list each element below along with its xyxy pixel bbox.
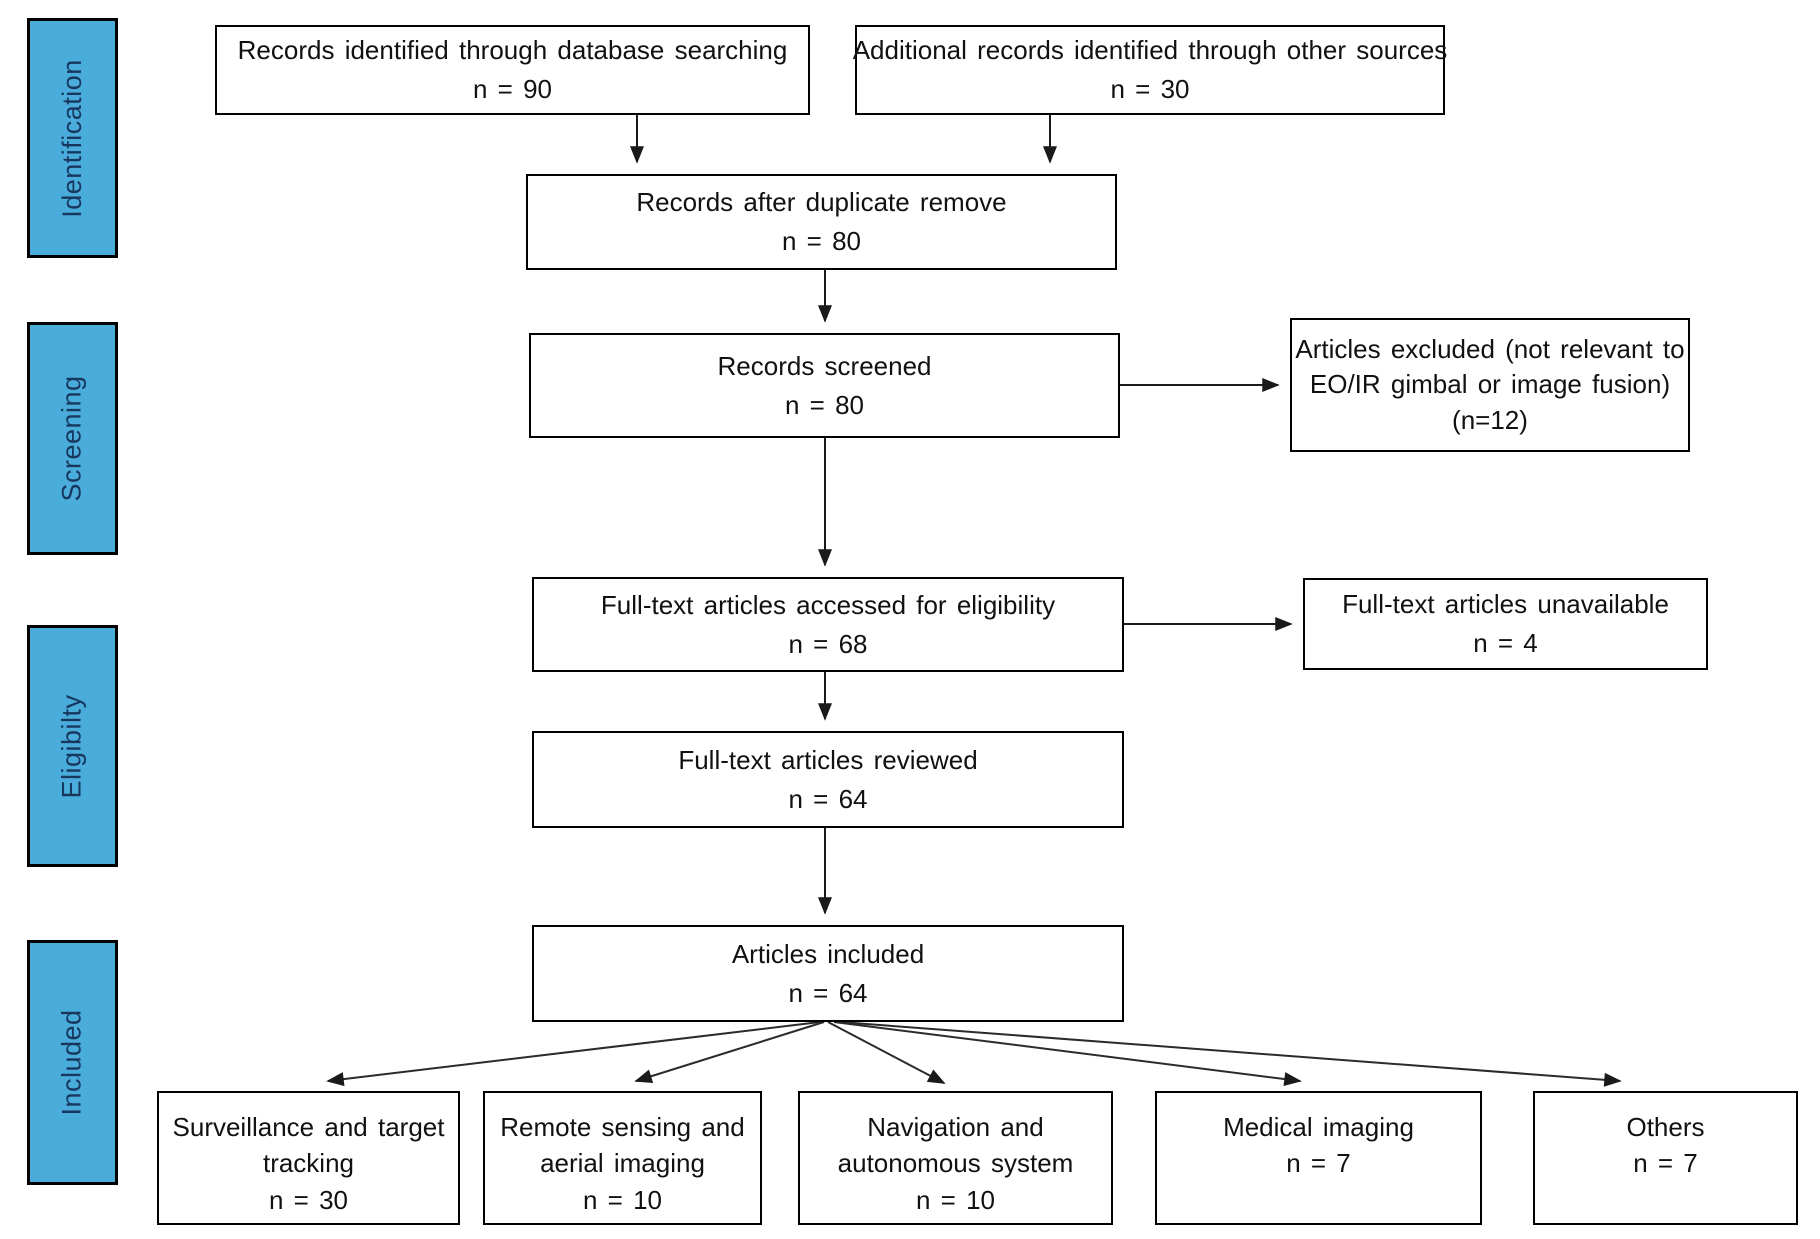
stage-screening-label: Screening xyxy=(57,375,87,502)
node-fulltext-reviewed-title: Full-text articles reviewed xyxy=(678,744,978,775)
arrow-included-to-medical xyxy=(833,1021,1302,1086)
node-category-medical-line1: Medical imaging xyxy=(1223,1112,1414,1142)
stage-included-label: Included xyxy=(57,1009,87,1116)
node-fulltext-unavailable-count: n = 4 xyxy=(1473,628,1538,658)
node-category-remote-sensing-count: n = 10 xyxy=(582,1184,662,1215)
arrow-included-to-surveillance xyxy=(326,1021,821,1087)
stage-included: Included xyxy=(27,940,118,1185)
stage-eligibility: Eligibilty xyxy=(27,625,118,867)
node-additional-records-count: n = 30 xyxy=(1110,74,1190,104)
node-fulltext-accessed: Full-text articles accessed for eligibil… xyxy=(532,577,1124,672)
node-articles-excluded-line2: EO/IR gimbal or image fusion) xyxy=(1309,369,1671,400)
stage-eligibility-label: Eligibilty xyxy=(57,693,88,799)
node-articles-included-count: n = 64 xyxy=(788,977,868,1008)
node-records-identified: Records identified through database sear… xyxy=(215,25,810,115)
node-category-navigation-line1: Navigation and xyxy=(867,1112,1044,1142)
node-category-navigation: Navigation and autonomous system n = 10 xyxy=(798,1091,1113,1225)
node-category-others: Others n = 7 xyxy=(1533,1091,1798,1225)
node-duplicates-removed-count: n = 80 xyxy=(781,226,861,256)
node-category-medical-count: n = 7 xyxy=(1286,1148,1351,1179)
stage-screening: Screening xyxy=(27,322,118,555)
node-records-screened: Records screened n = 80 xyxy=(529,333,1120,438)
node-records-identified-title: Records identified through database sear… xyxy=(237,35,788,65)
node-records-screened-count: n = 80 xyxy=(784,389,864,420)
node-additional-records: Additional records identified through ot… xyxy=(852,25,1448,115)
stage-identification-label: Identification xyxy=(57,58,88,218)
arrow-included-to-remote-sensing xyxy=(634,1021,825,1083)
node-category-remote-sensing-line1: Remote sensing and xyxy=(500,1112,745,1142)
node-articles-excluded-line1: Articles excluded (not relevant to xyxy=(1295,334,1685,365)
node-articles-excluded-count: (n=12) xyxy=(1452,404,1528,435)
node-articles-excluded: Articles excluded (not relevant to EO/IR… xyxy=(1290,318,1690,452)
node-records-screened-title: Records screened xyxy=(717,350,932,381)
node-fulltext-unavailable-title: Full-text articles unavailable xyxy=(1342,589,1669,619)
node-fulltext-accessed-count: n = 68 xyxy=(788,628,868,659)
node-category-navigation-count: n = 10 xyxy=(915,1184,995,1215)
node-fulltext-reviewed: Full-text articles reviewed n = 64 xyxy=(532,731,1124,828)
node-additional-records-title: Additional records identified through ot… xyxy=(852,35,1448,65)
node-category-navigation-line2: autonomous system xyxy=(837,1148,1074,1179)
node-fulltext-accessed-title: Full-text articles accessed for eligibil… xyxy=(600,589,1056,620)
arrow-included-to-others xyxy=(839,1021,1622,1087)
node-fulltext-unavailable: Full-text articles unavailable n = 4 xyxy=(1303,578,1708,670)
node-category-medical: Medical imaging n = 7 xyxy=(1155,1091,1482,1225)
node-category-others-line1: Others xyxy=(1626,1112,1705,1142)
node-duplicates-removed-title: Records after duplicate remove xyxy=(636,187,1007,217)
arrow-included-to-navigation xyxy=(827,1021,946,1084)
node-category-surveillance-line2: tracking xyxy=(262,1148,355,1179)
node-articles-included-title: Articles included xyxy=(731,938,925,969)
node-duplicates-removed: Records after duplicate remove n = 80 xyxy=(526,174,1117,270)
stage-identification: Identification xyxy=(27,18,118,258)
node-articles-included: Articles included n = 64 xyxy=(532,925,1124,1022)
node-records-identified-count: n = 90 xyxy=(472,74,552,104)
node-category-surveillance: Surveillance and target tracking n = 30 xyxy=(157,1091,460,1225)
node-fulltext-reviewed-count: n = 64 xyxy=(788,783,868,814)
node-category-remote-sensing: Remote sensing and aerial imaging n = 10 xyxy=(483,1091,762,1225)
node-category-surveillance-count: n = 30 xyxy=(268,1184,348,1215)
node-category-surveillance-line1: Surveillance and target xyxy=(172,1112,445,1142)
node-category-remote-sensing-line2: aerial imaging xyxy=(540,1148,705,1179)
node-category-others-count: n = 7 xyxy=(1633,1148,1698,1179)
